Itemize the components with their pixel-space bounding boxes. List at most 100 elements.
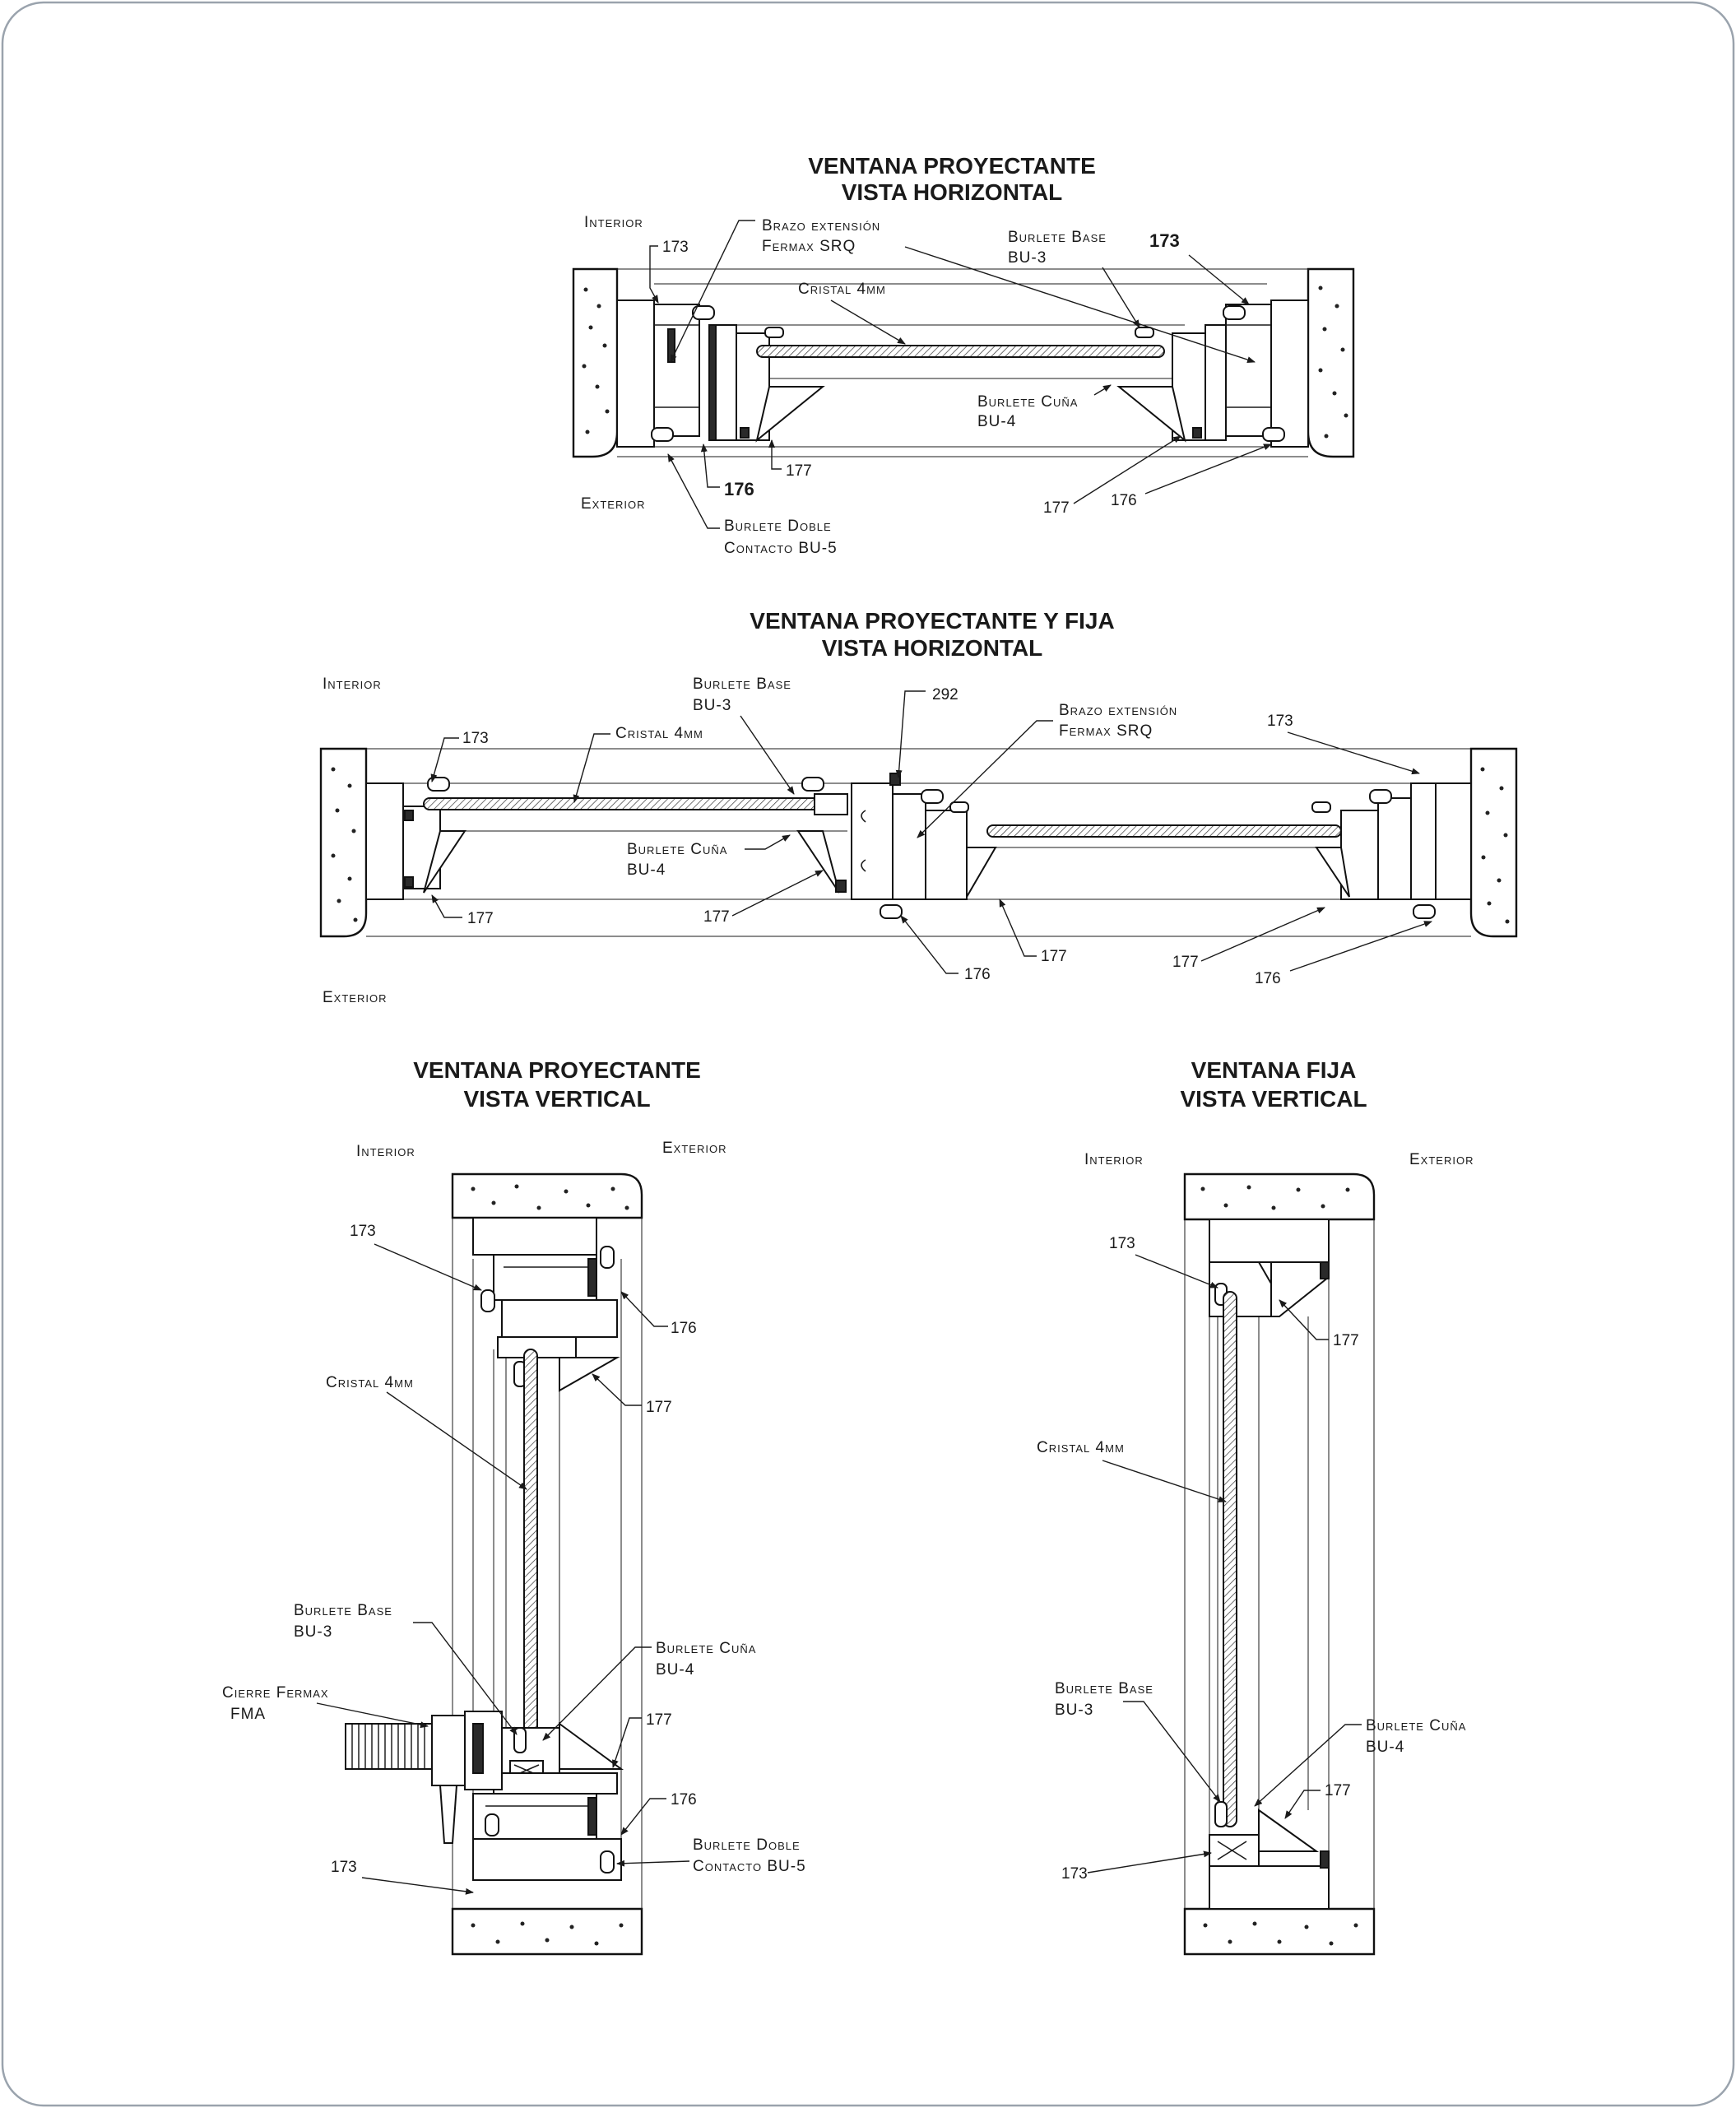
label-177-bottom: 177 — [646, 1711, 672, 1729]
label-cristal: Cristal 4mm — [798, 281, 886, 298]
label-burlete-base-line2: BU-3 — [693, 697, 731, 714]
frame-head — [1209, 1219, 1330, 1317]
glass-pane-fixed — [423, 797, 832, 810]
label-burlete-doble-line1: Burlete Doble — [693, 1836, 801, 1854]
section-fija-vertical: VENTANA FIJA VISTA VERTICAL Interior Ext… — [1037, 1057, 1474, 1956]
glass-pane — [1223, 1291, 1237, 1827]
gasket-bottom-left — [485, 1813, 499, 1836]
frame-profile-right — [1205, 299, 1309, 448]
label-173-bottom: 173 — [331, 1859, 357, 1876]
glass-pane — [756, 345, 1165, 358]
gasket-bottom-right — [600, 1850, 615, 1874]
label-177-c: 177 — [1041, 948, 1067, 965]
label-interior: Interior — [584, 214, 643, 231]
fixed-sash-right — [796, 793, 848, 894]
sash-profile-left — [736, 332, 825, 443]
label-177-top: 177 — [646, 1399, 672, 1416]
label-cierre-line1: Cierre Fermax — [222, 1684, 329, 1702]
sash-right — [892, 793, 997, 900]
section-proyectante-vertical: VENTANA PROYECTANTE VISTA VERTICAL Inter… — [222, 1057, 806, 1956]
label-exterior: Exterior — [1409, 1151, 1474, 1168]
label-173-top: 173 — [350, 1223, 376, 1240]
label-burlete-base-line2: BU-3 — [294, 1623, 332, 1641]
title-line-2: VISTA VERTICAL — [463, 1086, 650, 1112]
label-interior: Interior — [1084, 1151, 1144, 1168]
label-177-left: 177 — [786, 462, 812, 480]
label-177-right: 177 — [1043, 499, 1070, 517]
label-cierre-line2: FMA — [230, 1706, 266, 1723]
fixed-frame-left — [365, 782, 466, 900]
concrete-sill — [1183, 1907, 1376, 1956]
label-177-b: 177 — [703, 908, 730, 926]
cierre-handle — [345, 1711, 503, 1844]
frame-head — [472, 1217, 620, 1392]
sash-right-end — [1311, 782, 1472, 900]
label-cristal: Cristal 4mm — [326, 1374, 414, 1391]
concrete-head — [451, 1172, 643, 1219]
section-proyectante-horizontal: VENTANA PROYECTANTE VISTA HORIZONTAL — [572, 153, 1355, 557]
title-line-1: VENTANA PROYECTANTE Y FIJA — [750, 608, 1114, 634]
label-burlete-cuna-line2: BU-4 — [627, 861, 666, 879]
label-cristal: Cristal 4mm — [1037, 1439, 1125, 1456]
label-292: 292 — [932, 686, 959, 703]
label-176-b: 176 — [1255, 970, 1281, 987]
title-line-2: VISTA VERTICAL — [1180, 1086, 1367, 1112]
label-burlete-doble-line2: Contacto BU-5 — [693, 1858, 806, 1875]
label-176-a: 176 — [964, 966, 991, 983]
label-173-left: 173 — [462, 730, 489, 747]
gaskets — [427, 777, 1436, 919]
label-176-top: 176 — [671, 1320, 697, 1337]
label-burlete-cuna-line2: BU-4 — [1366, 1739, 1404, 1756]
label-177-bottom: 177 — [1325, 1782, 1351, 1799]
title-line-2: VISTA HORIZONTAL — [822, 635, 1043, 661]
label-173-bottom: 173 — [1061, 1865, 1088, 1883]
concrete-sill — [451, 1907, 643, 1956]
label-burlete-base-line1: Burlete Base — [693, 676, 791, 693]
frame-sill — [1209, 1801, 1330, 1910]
label-brazo-line2: Fermax SRQ — [1059, 722, 1153, 740]
label-176-left: 176 — [724, 479, 754, 499]
label-exterior: Exterior — [581, 495, 645, 513]
label-burlete-cuna-line1: Burlete Cuña — [977, 393, 1078, 411]
title-line-1: VENTANA PROYECTANTE — [413, 1057, 701, 1083]
gaskets — [651, 305, 1285, 442]
label-burlete-doble-line1: Burlete Doble — [724, 518, 832, 535]
mullion-292 — [851, 773, 901, 900]
concrete-wall-left — [319, 747, 368, 938]
label-173-right: 173 — [1149, 230, 1180, 251]
label-brazo-line1: Brazo extensión — [762, 217, 880, 234]
label-brazo-line2: Fermax SRQ — [762, 238, 856, 255]
label-cristal: Cristal 4mm — [615, 725, 703, 742]
label-176-right: 176 — [1111, 492, 1137, 509]
title-line-1: VENTANA FIJA — [1191, 1057, 1357, 1083]
label-burlete-base-line1: Burlete Base — [1055, 1680, 1153, 1697]
label-177-a: 177 — [467, 910, 494, 927]
label-burlete-cuna-line1: Burlete Cuña — [656, 1640, 756, 1657]
label-173-right: 173 — [1267, 713, 1293, 730]
label-burlete-cuna-line2: BU-4 — [977, 413, 1016, 430]
label-burlete-doble-line2: Contacto BU-5 — [724, 540, 838, 557]
glass-pane — [523, 1349, 538, 1762]
label-exterior: Exterior — [323, 989, 387, 1006]
label-exterior: Exterior — [662, 1140, 726, 1157]
glass-pane-project — [986, 824, 1342, 838]
gasket-top-left — [480, 1289, 495, 1312]
label-173-left: 173 — [662, 239, 689, 256]
label-burlete-base-line2: BU-3 — [1055, 1702, 1093, 1719]
label-brazo-line1: Brazo extensión — [1059, 702, 1177, 719]
concrete-wall-left — [572, 267, 619, 458]
section-proyectante-fija-horizontal: VENTANA PROYECTANTE Y FIJA VISTA HORIZON… — [319, 608, 1518, 1006]
gasket-glass-bottom — [513, 1727, 527, 1753]
label-burlete-base-line1: Burlete Base — [294, 1602, 392, 1619]
label-burlete-base-line2: BU-3 — [1008, 249, 1047, 267]
sash-bottom — [472, 1722, 624, 1881]
label-176-bottom: 176 — [671, 1791, 697, 1809]
label-burlete-cuna-line1: Burlete Cuña — [627, 841, 727, 858]
label-interior: Interior — [323, 676, 382, 693]
label-burlete-cuna-line2: BU-4 — [656, 1661, 694, 1679]
title-line-1: VENTANA PROYECTANTE — [808, 153, 1096, 179]
label-177-d: 177 — [1172, 954, 1199, 971]
label-177-top: 177 — [1333, 1332, 1359, 1349]
